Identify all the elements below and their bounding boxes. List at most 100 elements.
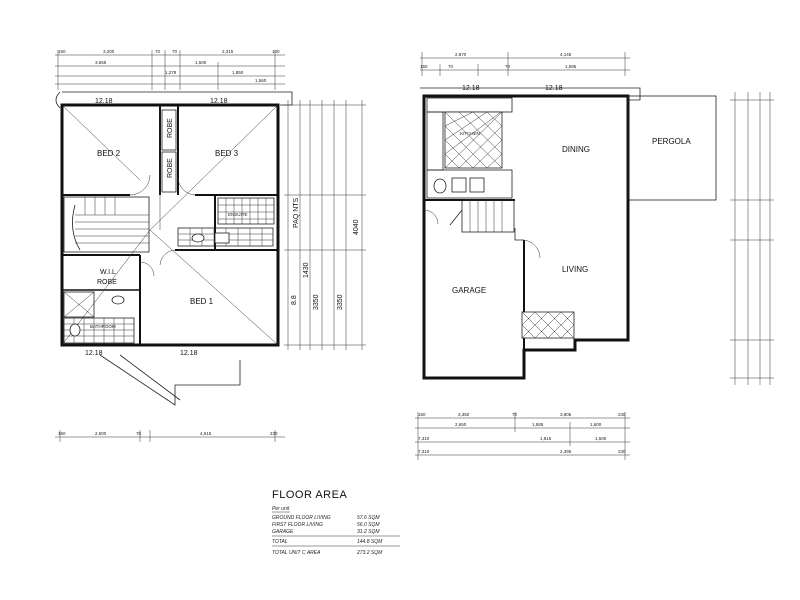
upper-pitch-1: 12.18: [95, 98, 113, 105]
ground-bay-window: [521, 311, 575, 339]
room-label-bed-3: BED 3: [215, 149, 239, 158]
ground-dim-mid-4: 1,595: [565, 64, 577, 69]
upper-dim-bottom-5: 230: [270, 431, 278, 436]
ground-dim-top-1: 2,870: [455, 52, 467, 57]
upper-eave-bottom: [99, 354, 241, 406]
floor-area-row-3-value: 31.2 SQM: [357, 529, 380, 535]
upper-pitch-4: 12.18: [180, 350, 198, 357]
room-label-living: LIVING: [562, 265, 588, 274]
floor-area-row-3-label: GARAGE: [272, 529, 294, 535]
room-label-robe: ROBE: [97, 279, 117, 286]
upper-dim-top-3: 70: [155, 49, 161, 54]
upper-side-note: PAQ NTS: [293, 197, 300, 228]
ground-dim-b1-5: 230: [618, 412, 626, 417]
upper-stair: [63, 196, 150, 253]
ground-kitchen-fixtures: [426, 97, 513, 199]
ground-dim-b4-1: 7,310: [418, 449, 430, 454]
ground-pitch-1: 12.18: [462, 85, 480, 92]
ground-dim-b2-3: 1,600: [590, 422, 602, 427]
ground-dim-mid-1: 150: [420, 64, 428, 69]
ground-dim-b2-2: 1,585: [532, 422, 544, 427]
floor-area-row-4-label: TOTAL: [272, 539, 288, 545]
upper-top-dimensions: 150 3,200 70 70 2,315 100 3,655 1,500 1,…: [55, 49, 285, 90]
upper-eave-corner: [55, 91, 61, 109]
ground-dim-b4-2: 2,395: [560, 449, 572, 454]
floor-area-title: FLOOR AREA: [272, 489, 347, 501]
upper-right-dimensions: PAQ NTS 3350 3350 4040 8.8 1430: [284, 100, 366, 350]
room-label-dining: DINING: [562, 145, 590, 154]
upper-bath-fixtures: [177, 227, 274, 247]
upper-dim-right-3: 4040: [353, 219, 360, 235]
ground-dim-mid-2: 70: [448, 64, 454, 69]
ground-living-recess: [514, 228, 524, 241]
upper-robe-block-2: [161, 151, 177, 193]
upper-dim-top-6: 100: [272, 49, 280, 54]
floor-area-table: FLOOR AREA Per unit GROUND FLOOR LIVING …: [272, 489, 400, 556]
upper-dim-bottom-2: 2,500: [95, 431, 107, 436]
ground-eave-top: [420, 87, 641, 101]
ground-bottom-dimensions: 150 3,350 70 3,805 230 2,650 1,585 1,600…: [415, 412, 630, 460]
ground-pergola: [627, 95, 717, 201]
room-label-kitchen: KITCHEN: [460, 131, 480, 136]
upper-dim-bottom-3: 70: [136, 431, 142, 436]
upper-internal-walls: [62, 105, 278, 345]
upper-dim-mid-1: 3,655: [95, 60, 107, 65]
room-label-pergola: PERGOLA: [652, 137, 691, 146]
upper-dim-mid-3: 1,278: [165, 70, 177, 75]
room-label-garage: GARAGE: [452, 286, 486, 295]
upper-dim-right-2: 3350: [337, 294, 344, 310]
upper-ensuite-tiles: [217, 197, 275, 225]
ground-top-dimensions: 2,870 4,145 150 70 70 1,595: [420, 52, 630, 76]
upper-floor-plan: 150 3,200 70 70 2,315 100 3,655 1,500 1,…: [55, 49, 366, 442]
floor-area-per-unit: Per unit: [272, 506, 290, 512]
floor-area-row-1-label: GROUND FLOOR LIVING: [272, 515, 331, 521]
upper-eave-hip: [119, 354, 181, 401]
upper-dim-top-2: 3,200: [103, 49, 115, 54]
upper-robe-label-2: ROBE: [167, 158, 174, 178]
upper-pitch-3: 12.18: [85, 350, 103, 357]
upper-bathroom-area: [63, 291, 135, 344]
ground-right-dimensions: [730, 92, 774, 385]
upper-dim-right-1: 3350: [313, 294, 320, 310]
upper-roof-hips: [61, 104, 279, 346]
floor-area-row-5-label: TOTAL UNIT C AREA: [272, 550, 321, 556]
upper-robe-block-1: [161, 109, 177, 151]
ground-door-swings: [423, 209, 541, 259]
ground-dim-mid-3: 70: [505, 64, 511, 69]
upper-dim-right-4: 8.8: [291, 295, 298, 305]
ground-dim-b3-3: 1,500: [595, 436, 607, 441]
floor-area-row-5-value: 273.2 SQM: [356, 550, 383, 556]
ground-dim-b3-1: 7,310: [418, 436, 430, 441]
ground-dim-b1-2: 3,350: [458, 412, 470, 417]
upper-bottom-dimensions: 150 2,500 70 4,515 230: [55, 430, 285, 442]
ground-dim-b4-3: 230: [618, 449, 626, 454]
ground-dim-b1-3: 70: [512, 412, 518, 417]
upper-ensuite-label: ENSUITE: [228, 212, 248, 217]
upper-door-swings: [129, 174, 196, 277]
upper-dim-top-1: 150: [58, 49, 66, 54]
ground-floor-plan: 2,870 4,145 150 70 70 1,595 12.18 12.18 …: [415, 52, 774, 460]
floor-area-row-1-value: 57.6 SQM: [357, 515, 380, 521]
ground-dim-b2-1: 2,650: [455, 422, 467, 427]
ground-dim-b1-4: 3,805: [560, 412, 572, 417]
upper-outer-walls: [60, 103, 280, 347]
upper-dim-right-5: 1430: [303, 262, 310, 278]
upper-dim-bottom-4: 4,515: [200, 431, 212, 436]
ground-pitch-2: 12.18: [545, 85, 563, 92]
floor-area-row-4-value: 144.8 SQM: [357, 539, 383, 545]
upper-dim-top-4: 70: [172, 49, 178, 54]
ground-dim-top-2: 4,145: [560, 52, 572, 57]
room-label-bed-1: BED 1: [190, 297, 214, 306]
upper-dim-mid-2: 1,500: [195, 60, 207, 65]
floor-area-row-2-label: FIRST FLOOR LIVING: [272, 522, 323, 528]
upper-dim-mid-4: 1,850: [232, 70, 244, 75]
upper-robe-label-1: ROBE: [167, 118, 174, 138]
floor-area-row-2-value: 56.0 SQM: [357, 522, 380, 528]
ground-stair: [449, 199, 515, 233]
upper-dim-top-5: 2,315: [222, 49, 234, 54]
upper-bathroom-label: BATHROOM: [90, 324, 116, 329]
ground-dim-b3-2: 1,815: [540, 436, 552, 441]
upper-dim-bottom-1: 150: [58, 431, 66, 436]
ground-dim-b1-1: 150: [418, 412, 426, 417]
